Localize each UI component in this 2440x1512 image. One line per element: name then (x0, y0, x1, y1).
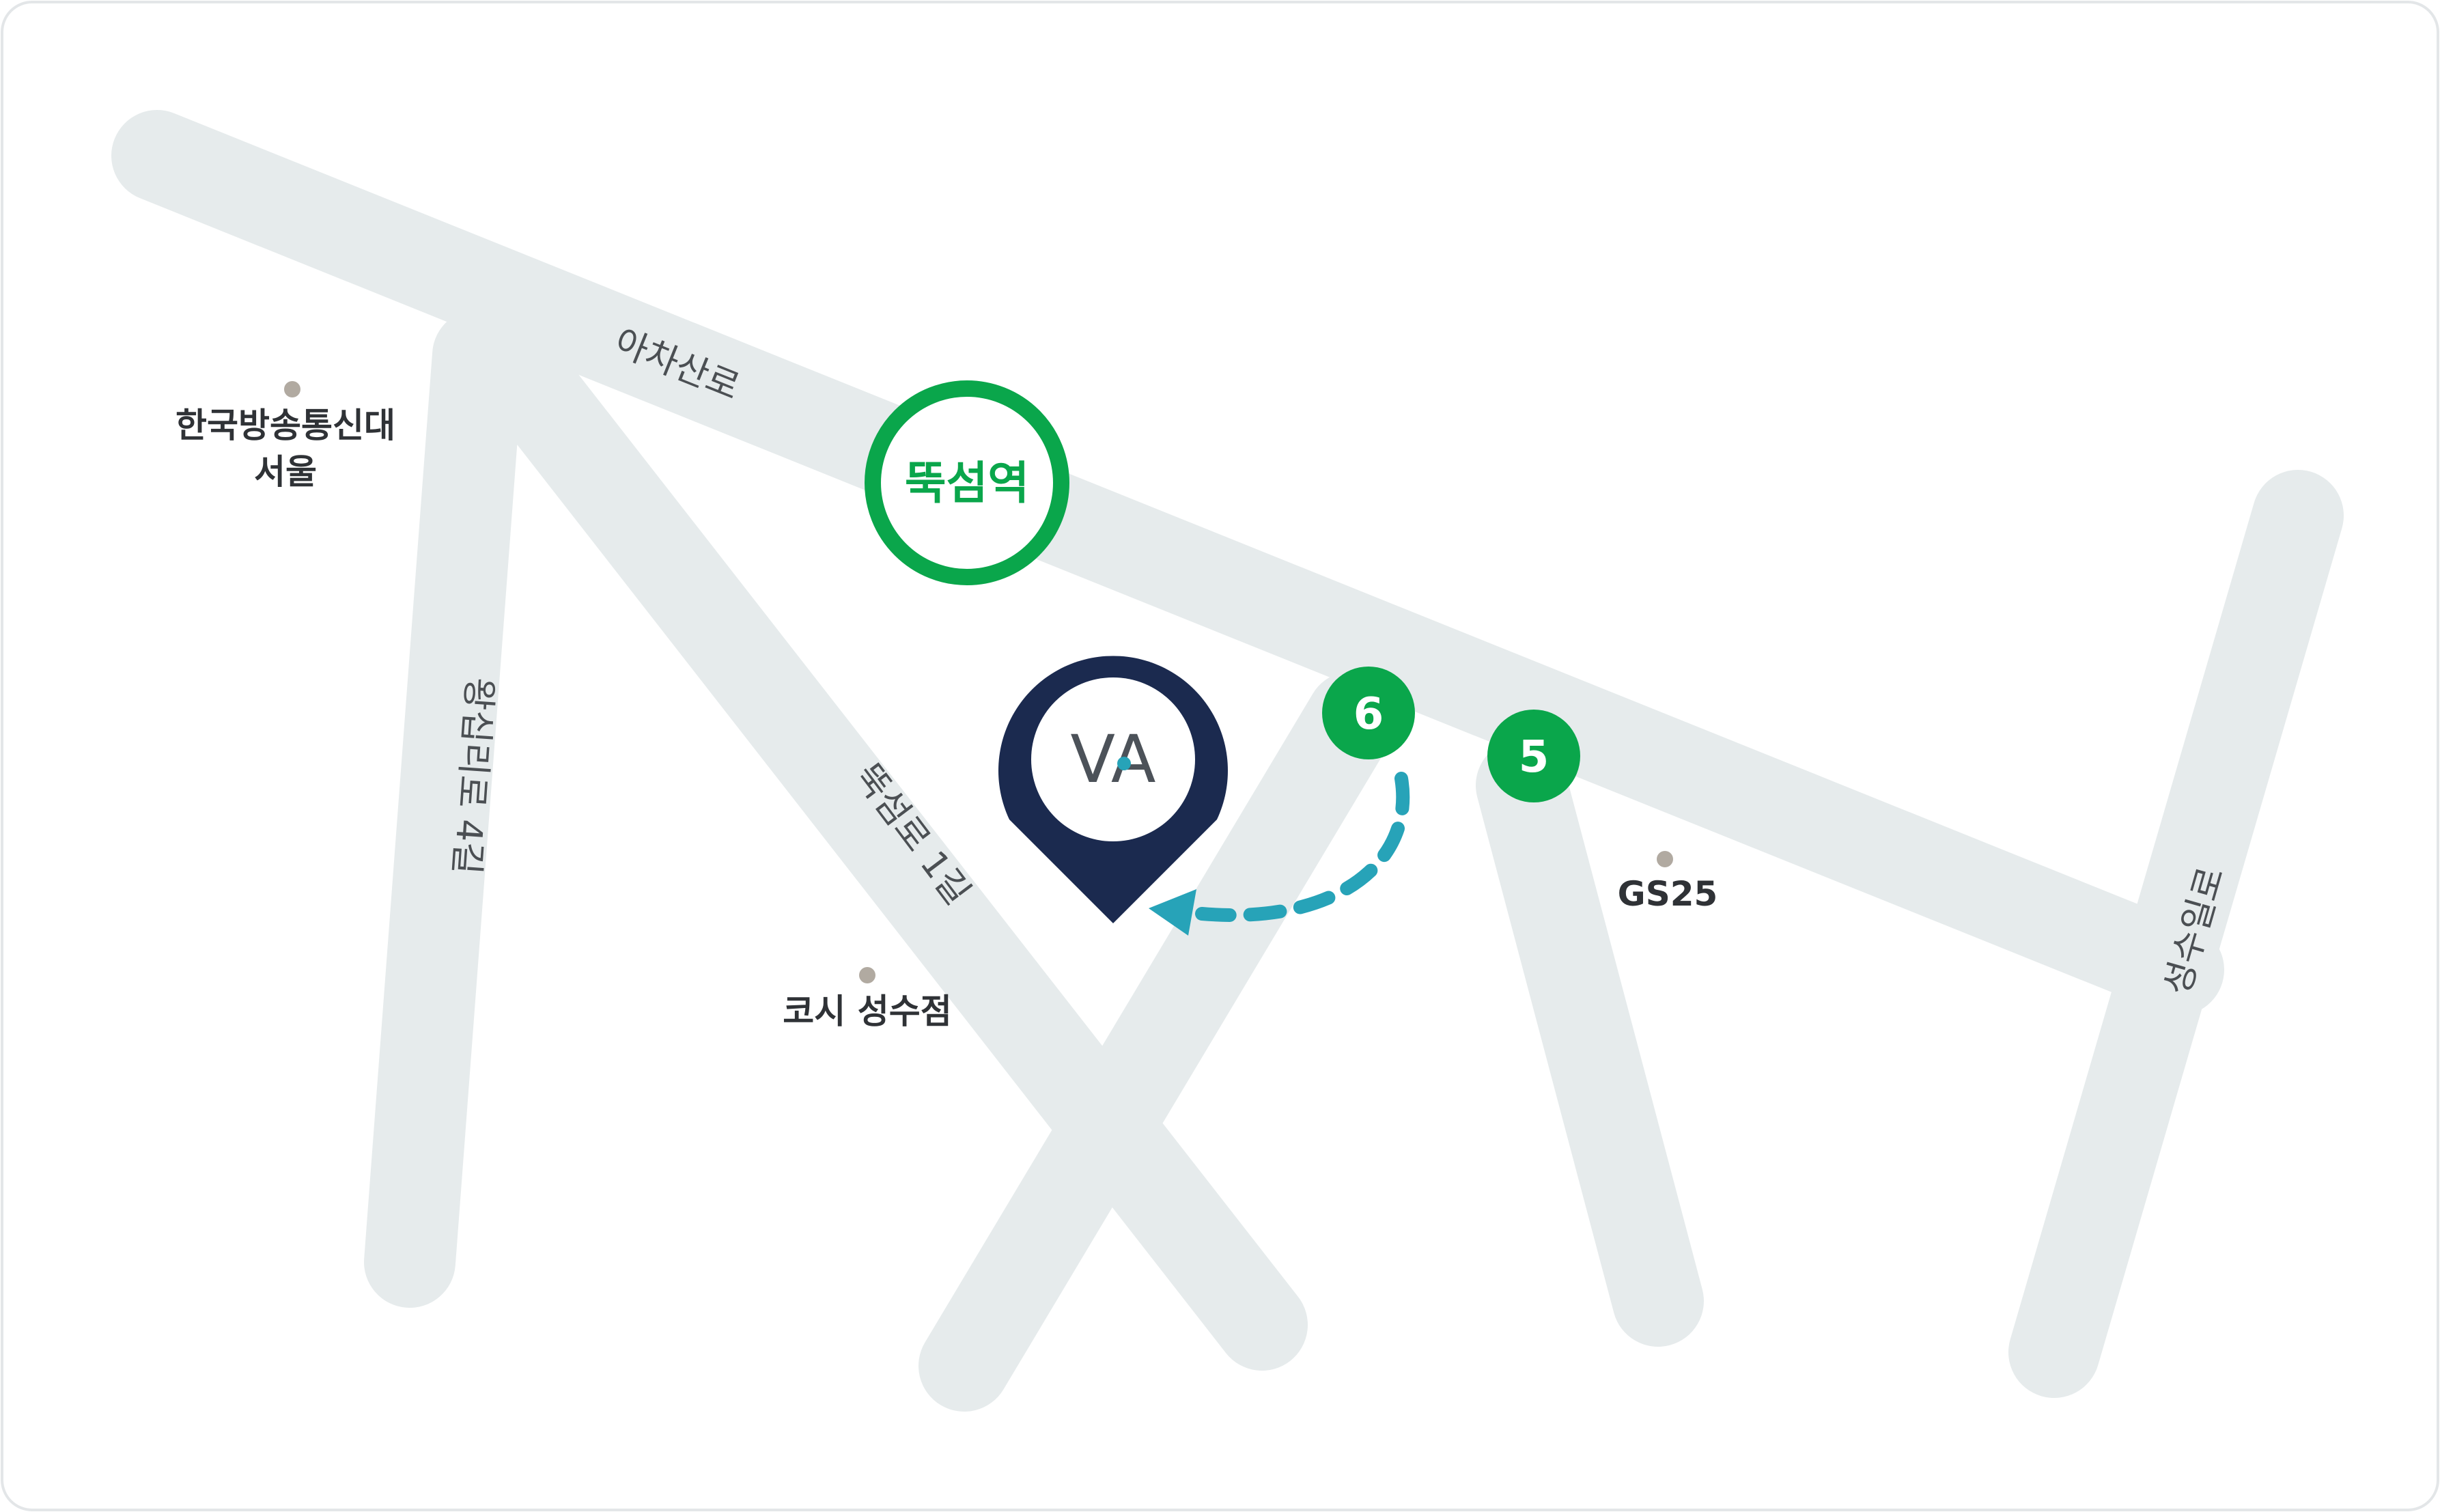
route-arrowhead-icon (1149, 889, 1196, 936)
poi-kosi: 코시 성수점 (783, 967, 952, 1031)
route-dashed-line (1195, 772, 1410, 922)
road-acha-san-ro (111, 110, 2224, 1016)
destination-pin-icon: VA (998, 656, 1228, 923)
exit-6-number: 6 (1354, 689, 1384, 740)
road-diagonal-south (918, 671, 1398, 1412)
roads (111, 110, 2344, 1412)
destination-logo: VA (1070, 721, 1155, 798)
pin-inner-circle (1031, 677, 1195, 841)
poi-label-kosi: 코시 성수점 (783, 992, 951, 1031)
station-ring (865, 380, 1069, 585)
walking-route (1149, 772, 1410, 936)
poi-knou: 한국방송통신대 서울 (176, 381, 395, 492)
station-marker: 뚝섬역 (865, 380, 1069, 585)
poi-marker-dot (284, 381, 300, 397)
exit-6-circle (1322, 667, 1415, 759)
exit-6-marker: 6 (1322, 667, 1415, 759)
poi-marker-dot (859, 967, 875, 983)
road-wangsimni-ro-4gil (364, 309, 524, 1308)
road-seongsu-il-ro (2008, 470, 2344, 1398)
exit-5-marker: 5 (1487, 710, 1580, 802)
poi-label-gs25: GS25 (1618, 874, 1718, 914)
poi-label-knou-line1: 한국방송통신대 (176, 406, 395, 445)
poi-gs25: GS25 (1618, 851, 1718, 914)
station-name: 뚝섬역 (905, 457, 1029, 509)
poi-marker-dot (1657, 851, 1673, 867)
exit-5-circle (1487, 710, 1580, 802)
road-south-of-exit5 (1476, 740, 1704, 1347)
poi-label-knou-line2: 서울 (254, 452, 317, 492)
logo-accent-dot (1117, 757, 1131, 770)
exit-5-number: 5 (1519, 732, 1549, 783)
